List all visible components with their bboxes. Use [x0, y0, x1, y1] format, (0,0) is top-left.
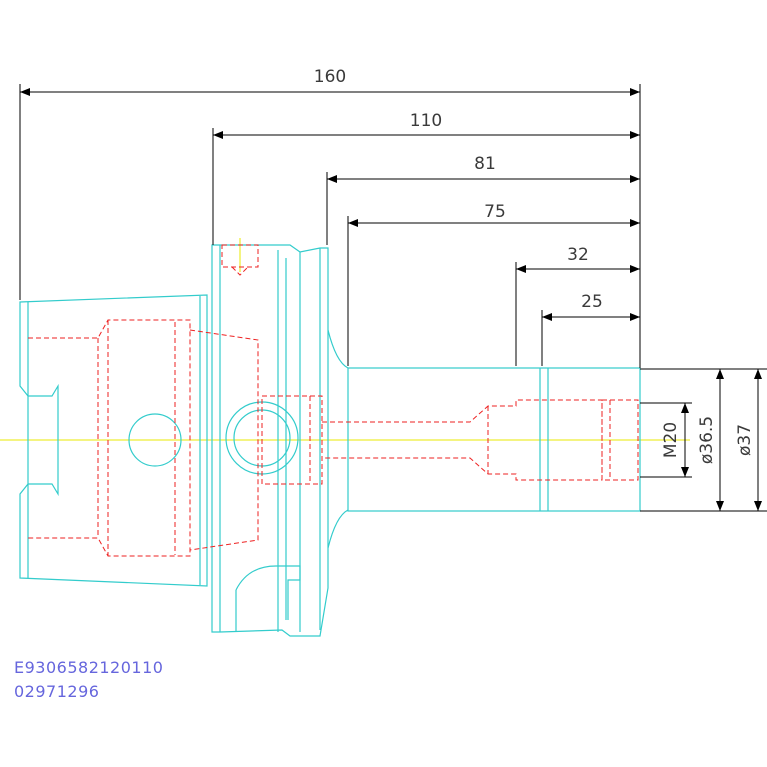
- dim-m20-label: M20: [661, 422, 681, 458]
- dim-110-label: 110: [410, 111, 442, 131]
- part-outline: [19, 244, 641, 637]
- dim-dia-37-label: ø37: [735, 424, 755, 456]
- dim-dia-36-5-label: ø36.5: [697, 416, 717, 464]
- dim-75-label: 75: [484, 202, 506, 222]
- dim-25-label: 25: [581, 292, 603, 312]
- dim-32-label: 32: [567, 245, 589, 265]
- horizontal-dimensions: [19, 84, 641, 368]
- part-code-line2: 02971296: [14, 682, 100, 701]
- vertical-dimensions: [640, 368, 767, 512]
- hidden-lines: [28, 244, 639, 557]
- dim-160-label: 160: [314, 67, 346, 87]
- part-code-line1: E9306582120110: [14, 658, 164, 677]
- dim-81-label: 81: [474, 154, 496, 174]
